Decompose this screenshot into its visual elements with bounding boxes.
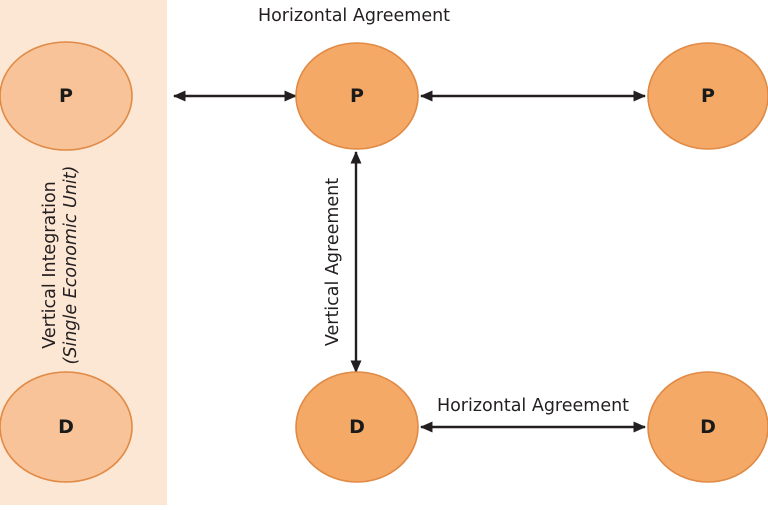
node-center-p-label: P	[350, 85, 364, 107]
node-right-p[interactable]: P	[647, 42, 768, 150]
edge-label-horizontal-agreement-bottom: Horizontal Agreement	[437, 396, 629, 416]
node-right-p-shape	[647, 42, 768, 150]
node-panel-p-label: P	[59, 85, 73, 107]
edge-label-vertical-agreement-text: Vertical Agreement	[323, 178, 343, 346]
node-center-p-shape	[295, 42, 419, 150]
edge-label-horizontal-agreement-top: Horizontal Agreement	[258, 6, 450, 26]
node-panel-d[interactable]: D	[0, 371, 133, 483]
node-right-p-label: P	[701, 85, 715, 107]
node-right-d[interactable]: D	[647, 371, 768, 483]
panel-label-line-1: Vertical Integration	[40, 181, 60, 349]
node-right-d-shape	[647, 371, 768, 483]
node-right-d-label: D	[700, 416, 716, 438]
node-panel-d-label: D	[58, 416, 74, 438]
node-center-d[interactable]: D	[295, 371, 419, 483]
node-center-d-label: D	[349, 416, 365, 438]
panel-label-line-2: (Single Economic Unit)	[61, 166, 81, 365]
node-panel-p-shape	[0, 41, 133, 151]
vertical-integration-panel-label: Vertical Integration (Single Economic Un…	[40, 166, 81, 365]
node-panel-p[interactable]: P	[0, 41, 133, 151]
node-center-d-shape	[295, 371, 419, 483]
edge-label-vertical-agreement: Vertical Agreement	[323, 178, 343, 346]
node-panel-d-shape	[0, 371, 133, 483]
node-center-p[interactable]: P	[295, 42, 419, 150]
